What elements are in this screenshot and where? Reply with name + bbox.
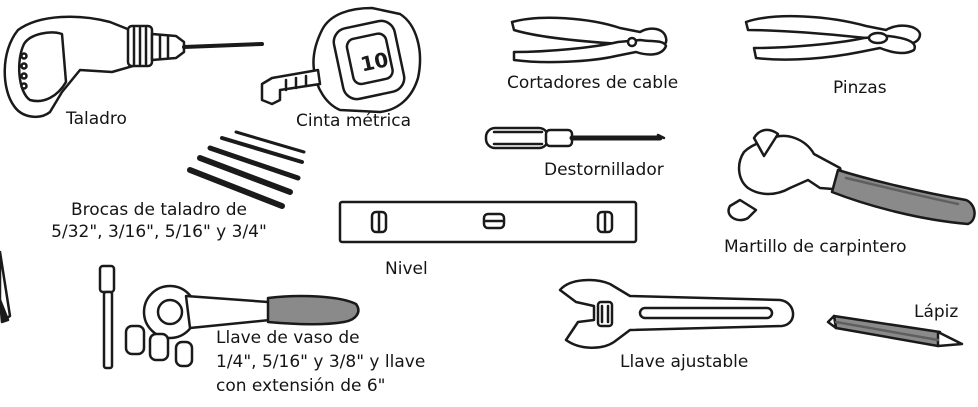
tape-measure-icon: 10 <box>260 6 422 114</box>
level-icon <box>338 200 638 244</box>
label-wire-cutters: Cortadores de cable <box>507 73 679 93</box>
label-screwdriver: Destornillador <box>544 160 664 180</box>
label-socket-line3: con extensión de 6" <box>216 376 386 396</box>
pencil-icon <box>826 314 964 348</box>
svg-text:10: 10 <box>358 47 390 76</box>
label-socket-line1: Llave de vaso de <box>216 328 360 348</box>
label-pencil: Lápiz <box>914 302 959 322</box>
drill-icon <box>3 15 264 119</box>
label-tape-measure: Cinta métrica <box>296 111 412 131</box>
label-hammer: Martillo de carpintero <box>724 237 907 257</box>
partial-tool-icon <box>0 250 12 324</box>
label-pliers: Pinzas <box>833 78 887 98</box>
label-drill: Taladro <box>66 109 127 129</box>
hammer-icon <box>727 128 976 226</box>
label-socket-line2: 1/4", 5/16" y 3/8" y llave <box>216 352 426 372</box>
adjustable-wrench-icon <box>558 278 795 349</box>
label-drill-bits-line1: Brocas de taladro de <box>70 200 248 220</box>
socket-wrench-icon <box>98 264 360 370</box>
label-level: Nivel <box>385 259 428 279</box>
screwdriver-icon <box>484 126 666 150</box>
pliers-icon <box>744 14 922 61</box>
label-adjustable-wrench: Llave ajustable <box>620 352 749 372</box>
wire-cutters-icon <box>510 16 668 64</box>
label-drill-bits-line2: 5/32", 3/16", 5/16" y 3/4" <box>51 222 267 242</box>
drill-bits-icon <box>187 130 306 209</box>
